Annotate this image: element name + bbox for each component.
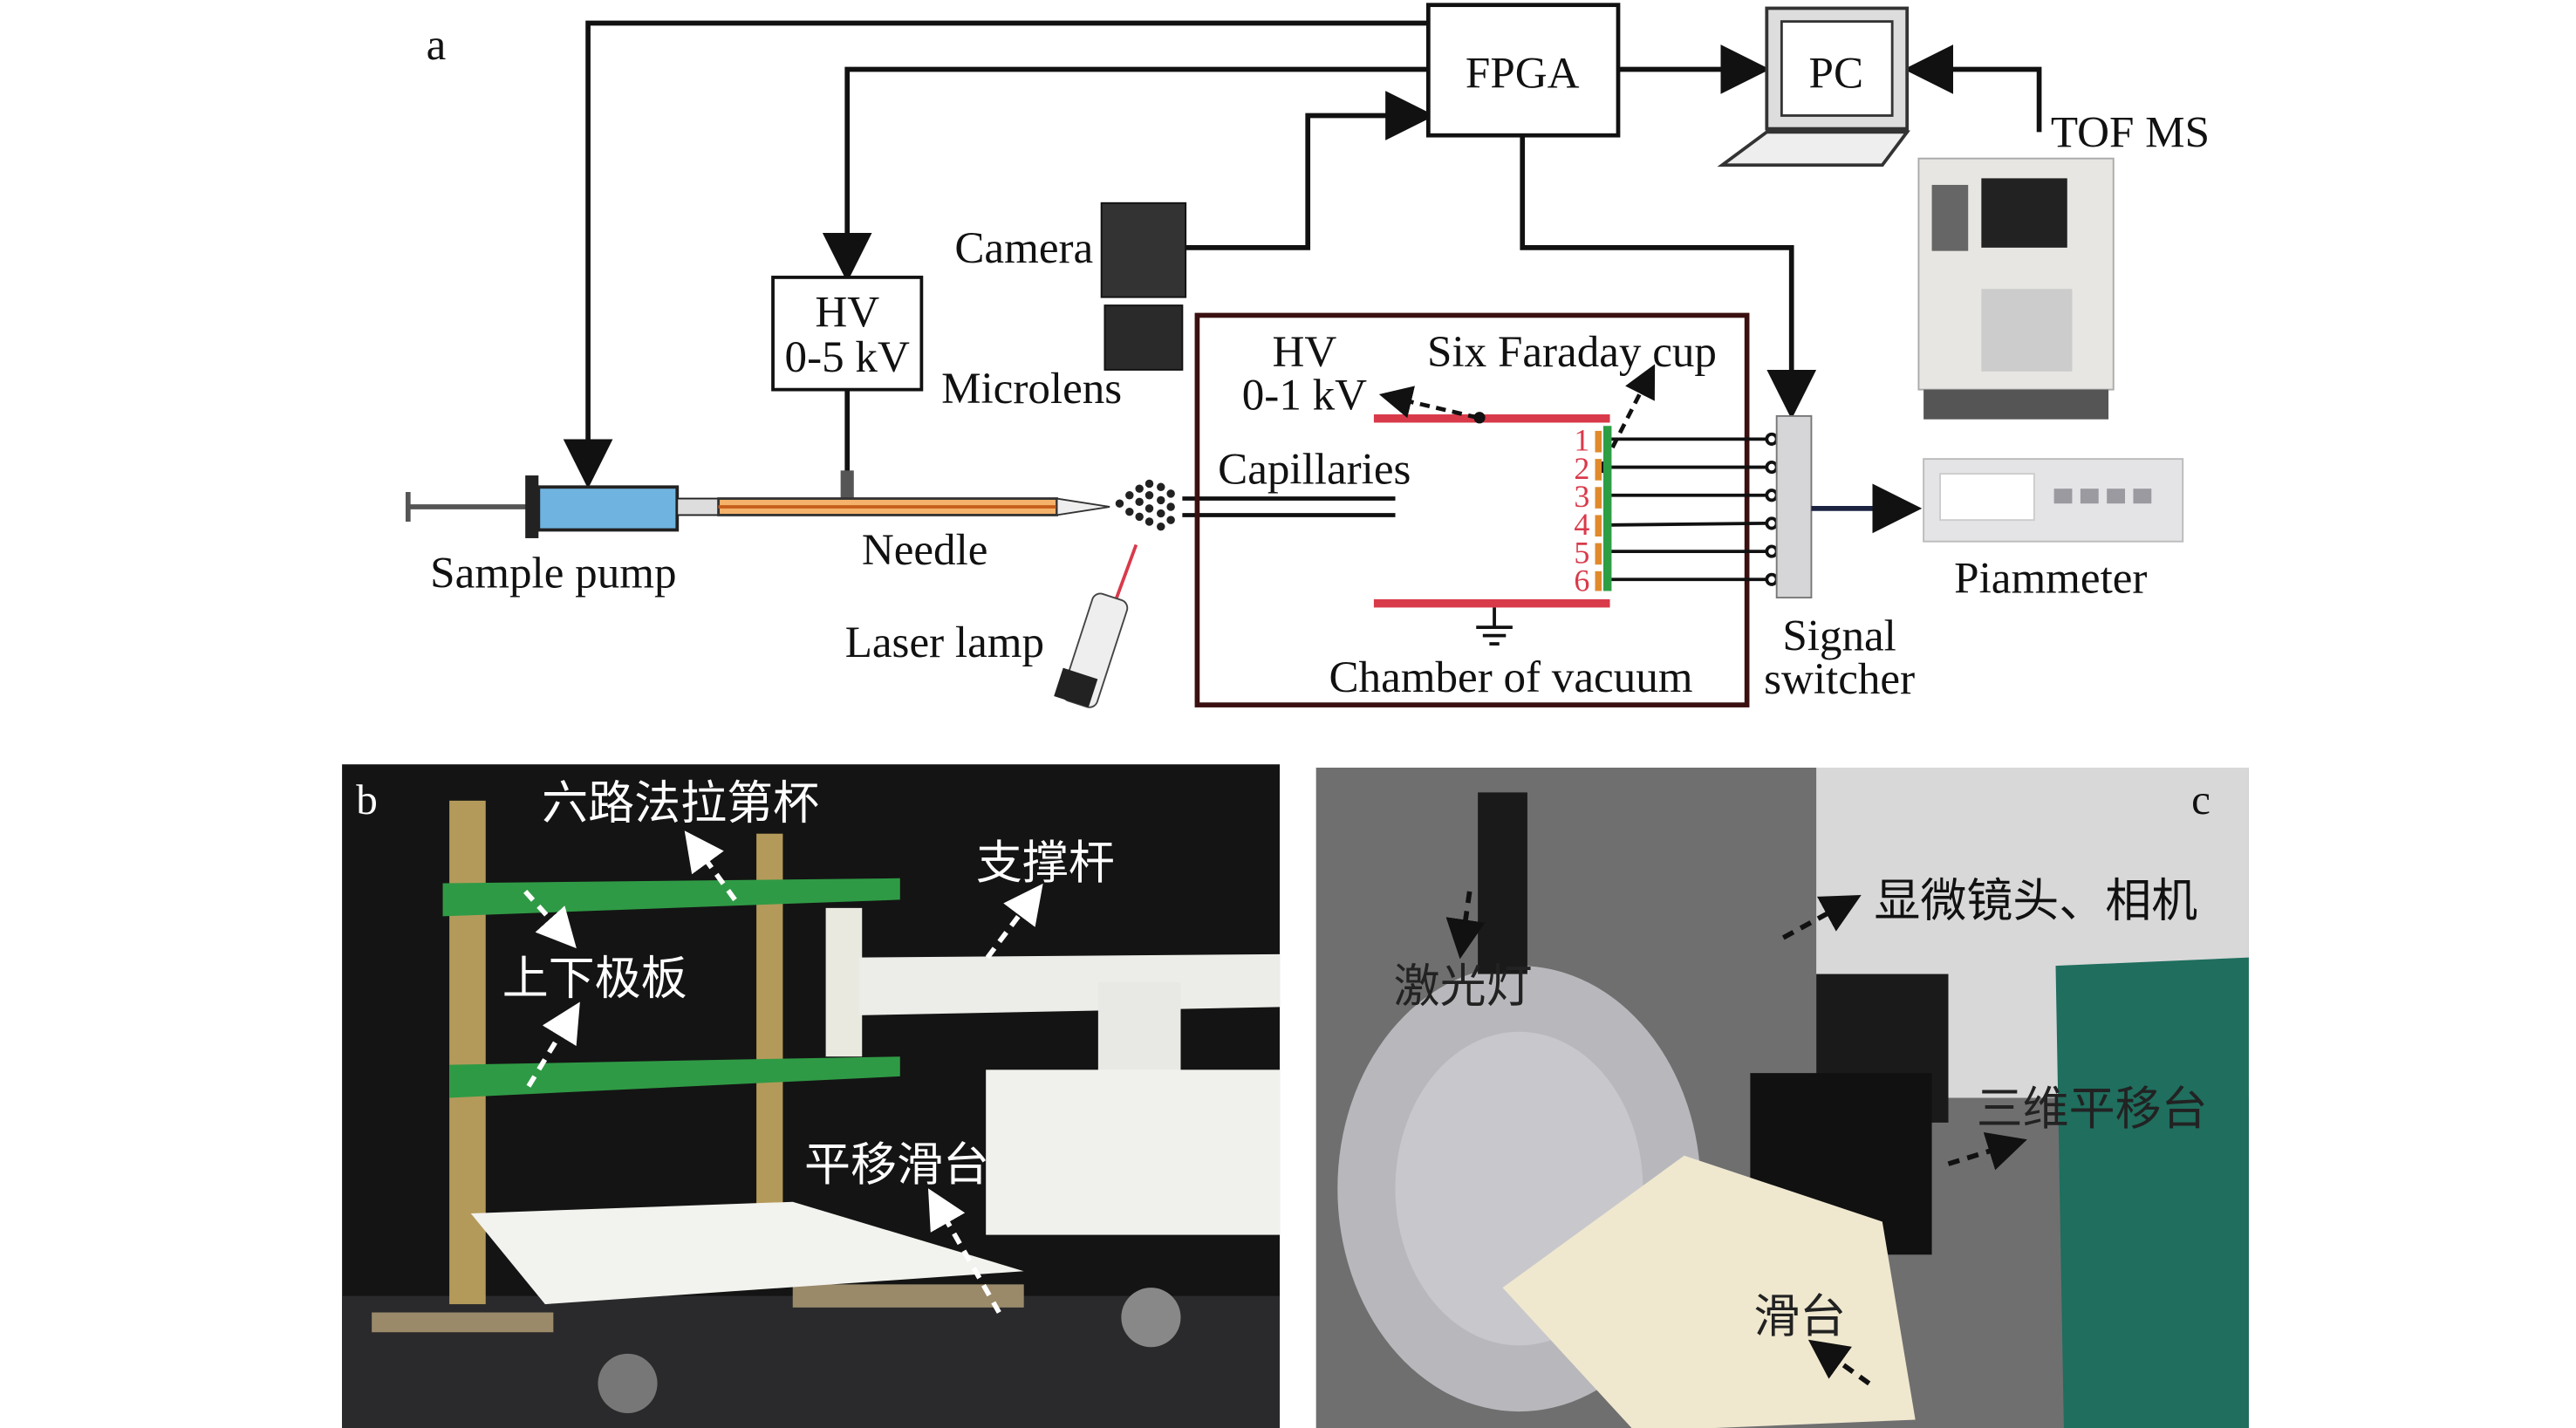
laser-lamp-icon <box>1054 543 1138 708</box>
hv-source-label-2: 0-5 kV <box>785 332 910 382</box>
chamber-label: Chamber of vacuum <box>1329 653 1692 702</box>
hv-source-label-1: HV <box>815 288 879 338</box>
cup-number-6: 6 <box>1574 564 1589 598</box>
capillaries-label: Capillaries <box>1218 444 1411 494</box>
cup-number-3: 3 <box>1574 479 1589 514</box>
label-laser: 激光灯 <box>1394 960 1533 1014</box>
cup-number-5: 5 <box>1574 535 1589 570</box>
panel-label-b: b <box>356 775 378 823</box>
vacuum-chamber-box <box>1194 312 1750 707</box>
hv-connector <box>840 470 854 504</box>
piammeter-icon <box>1923 458 2184 543</box>
signal-wires <box>563 20 2042 489</box>
spray-droplets <box>1115 479 1175 531</box>
chamber-hv-label-1: HV <box>1273 327 1337 377</box>
laser-lamp-label: Laser lamp <box>845 618 1044 667</box>
panel-label-c: c <box>2191 775 2210 823</box>
label-six-faraday-cups: 六路法拉第杯 <box>542 777 819 830</box>
label-slide: 滑台 <box>1753 1290 1846 1343</box>
upper-plate <box>1373 414 1610 423</box>
pc-label: PC <box>1809 48 1863 98</box>
fpga-box <box>1425 3 1621 138</box>
pc-laptop-icon <box>1717 6 1910 167</box>
cup-number-1: 1 <box>1574 423 1589 458</box>
panel-label-a: a <box>427 20 447 70</box>
cup-signal-wires <box>1611 432 1779 586</box>
label-support-rod: 支撑杆 <box>976 837 1115 890</box>
signal-switcher-label-1: Signal <box>1782 612 1896 661</box>
sample-pump-label: Sample pump <box>430 549 676 598</box>
lower-plate <box>1373 598 1610 608</box>
panel-c-photo: c 显微镜头、相机 激光灯 三维平移台 滑台 <box>1315 768 2249 1428</box>
needle-icon <box>717 497 1110 516</box>
microlens-label: Microlens <box>941 364 1122 413</box>
tof-ms-label: TOF MS <box>2051 107 2210 157</box>
faraday-cup-pads <box>1595 430 1602 591</box>
ground-icon <box>1476 607 1513 646</box>
panel-a-schematic: a FPGA PC TOF MS <box>405 3 2210 708</box>
faraday-cup-board <box>1602 426 1612 591</box>
chamber-hv-label-2: 0-1 kV <box>1242 370 1367 420</box>
label-microscope-camera: 显微镜头、相机 <box>1874 874 2197 927</box>
needle-label: Needle <box>862 525 988 575</box>
label-translation-slide: 平移滑台 <box>804 1138 989 1192</box>
signal-switcher-label-2: switcher <box>1764 654 1915 704</box>
cup-number-4: 4 <box>1574 507 1589 542</box>
six-faraday-cup-label: Six Faraday cup <box>1427 327 1717 377</box>
camera-label: Camera <box>954 223 1093 273</box>
camera-icon <box>1100 202 1187 371</box>
label-plates: 上下极板 <box>502 952 687 1005</box>
panel-b-photo: b 六路法拉第杯 支撑杆 上下极板 平移滑台 <box>342 764 1281 1428</box>
fpga-label: FPGA <box>1466 48 1580 98</box>
label-xyz-stage: 三维平移台 <box>1977 1083 2208 1136</box>
tof-ms-instrument-icon <box>1917 157 2115 420</box>
signal-switcher-box <box>1775 414 1813 599</box>
piammeter-label: Piammeter <box>1954 553 2147 603</box>
syringe-pump-icon <box>405 475 720 538</box>
cup-number-2: 2 <box>1574 451 1589 486</box>
